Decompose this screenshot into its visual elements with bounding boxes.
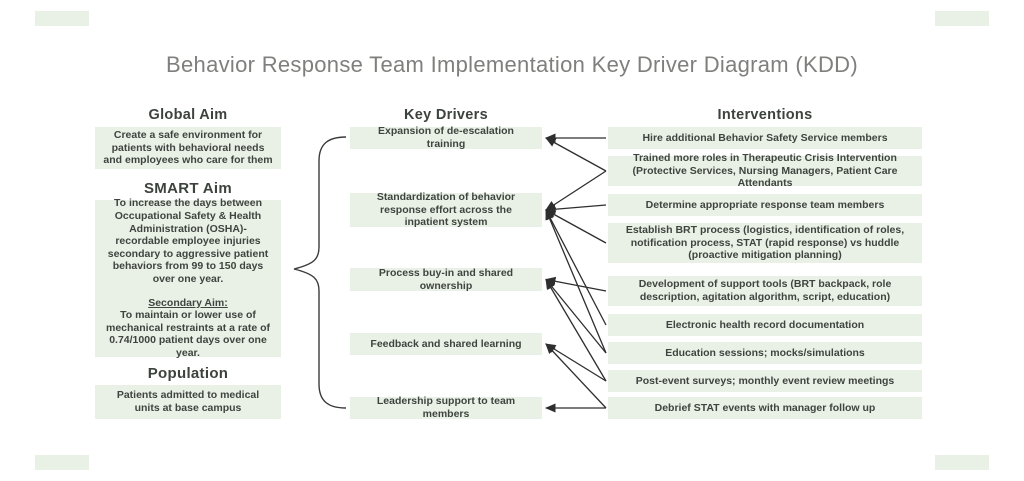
key-driver-label: Leadership support to team members <box>376 395 516 420</box>
key-driver-label: Process buy-in and shared ownership <box>378 266 514 292</box>
arrow-i3-d2 <box>545 204 607 214</box>
global-aim-heading: Global Aim <box>148 107 228 123</box>
intervention-label: Determine appropriate response team memb… <box>645 198 885 211</box>
key-drivers-heading: Key Drivers <box>404 107 488 123</box>
intervention-box: Determine appropriate response team memb… <box>608 194 922 216</box>
population-box: Patients admitted to medical units at ba… <box>95 385 281 419</box>
population-text: Patients admitted to medical units at ba… <box>116 389 260 414</box>
arrow-i8-d3 <box>545 278 607 382</box>
arrow-i2-d2 <box>545 170 607 211</box>
intervention-box: Trained more roles in Therapeutic Crisis… <box>608 152 922 189</box>
global-aim-box: Create a safe environment for patients w… <box>95 127 281 169</box>
secondary-aim-text: To maintain or lower use of mechanical r… <box>106 309 270 359</box>
aim-to-drivers-brace <box>293 136 347 409</box>
intervention-label: Education sessions; mocks/simulations <box>665 346 865 359</box>
intervention-label: Hire additional Behavior Safety Service … <box>642 131 888 144</box>
intervention-box: Hire additional Behavior Safety Service … <box>608 127 922 149</box>
key-driver-label: Feedback and shared learning <box>370 337 522 350</box>
key-driver-label: Standardization of behavior response eff… <box>376 191 516 229</box>
key-driver-box: Feedback and shared learning <box>350 333 542 355</box>
arrow-i5-d3 <box>545 276 607 292</box>
arrow-i9-d4 <box>545 343 607 409</box>
arrow-i4-d2 <box>545 209 607 244</box>
secondary-aim: Secondary Aim: To maintain or lower use … <box>103 297 273 360</box>
intervention-label: Debrief STAT events with manager follow … <box>654 401 876 414</box>
corner-decoration <box>935 11 989 26</box>
intervention-label: Development of support tools (BRT backpa… <box>638 278 892 303</box>
arrow-i6-d2 <box>545 209 607 326</box>
intervention-label: Establish BRT process (logistics, identi… <box>625 224 905 262</box>
intervention-arrows <box>545 133 607 413</box>
intervention-box: Establish BRT process (logistics, identi… <box>608 223 922 263</box>
arrow-i7-d3 <box>545 278 607 354</box>
arrow-i7-d2 <box>545 209 607 354</box>
intervention-box: Education sessions; mocks/simulations <box>608 342 922 364</box>
global-aim-text: Create a safe environment for patients w… <box>103 129 273 167</box>
intervention-box: Post-event surveys; monthly event review… <box>608 370 922 392</box>
key-driver-box: Expansion of de-escalation training <box>350 125 542 150</box>
key-driver-box: Process buy-in and shared ownership <box>350 266 542 292</box>
population-heading: Population <box>147 365 229 382</box>
interventions-heading: Interventions <box>717 107 813 123</box>
arrow-i2-d1 <box>545 137 607 172</box>
intervention-label: Trained more roles in Therapeutic Crisis… <box>632 152 898 190</box>
intervention-box: Debrief STAT events with manager follow … <box>608 397 922 419</box>
corner-decoration <box>935 455 989 470</box>
key-driver-box: Standardization of behavior response eff… <box>350 191 542 229</box>
intervention-box: Development of support tools (BRT backpa… <box>608 276 922 306</box>
intervention-label: Electronic health record documentation <box>665 318 865 331</box>
corner-decoration <box>35 455 89 470</box>
secondary-aim-heading: Secondary Aim: <box>148 296 228 309</box>
intervention-label: Post-event surveys; monthly event review… <box>635 374 895 387</box>
intervention-box: Electronic health record documentation <box>608 314 922 336</box>
key-driver-box: Leadership support to team members <box>350 395 542 420</box>
corner-decoration <box>35 11 89 26</box>
smart-aim-text: To increase the days between Occupationa… <box>107 197 269 285</box>
page-title: Behavior Response Team Implementation Ke… <box>166 52 858 77</box>
arrow-i8-d4 <box>545 343 607 382</box>
smart-aim-box: To increase the days between Occupationa… <box>95 197 281 360</box>
smart-aim-heading: SMART Aim <box>144 180 232 197</box>
key-driver-label: Expansion of de-escalation training <box>378 125 514 150</box>
